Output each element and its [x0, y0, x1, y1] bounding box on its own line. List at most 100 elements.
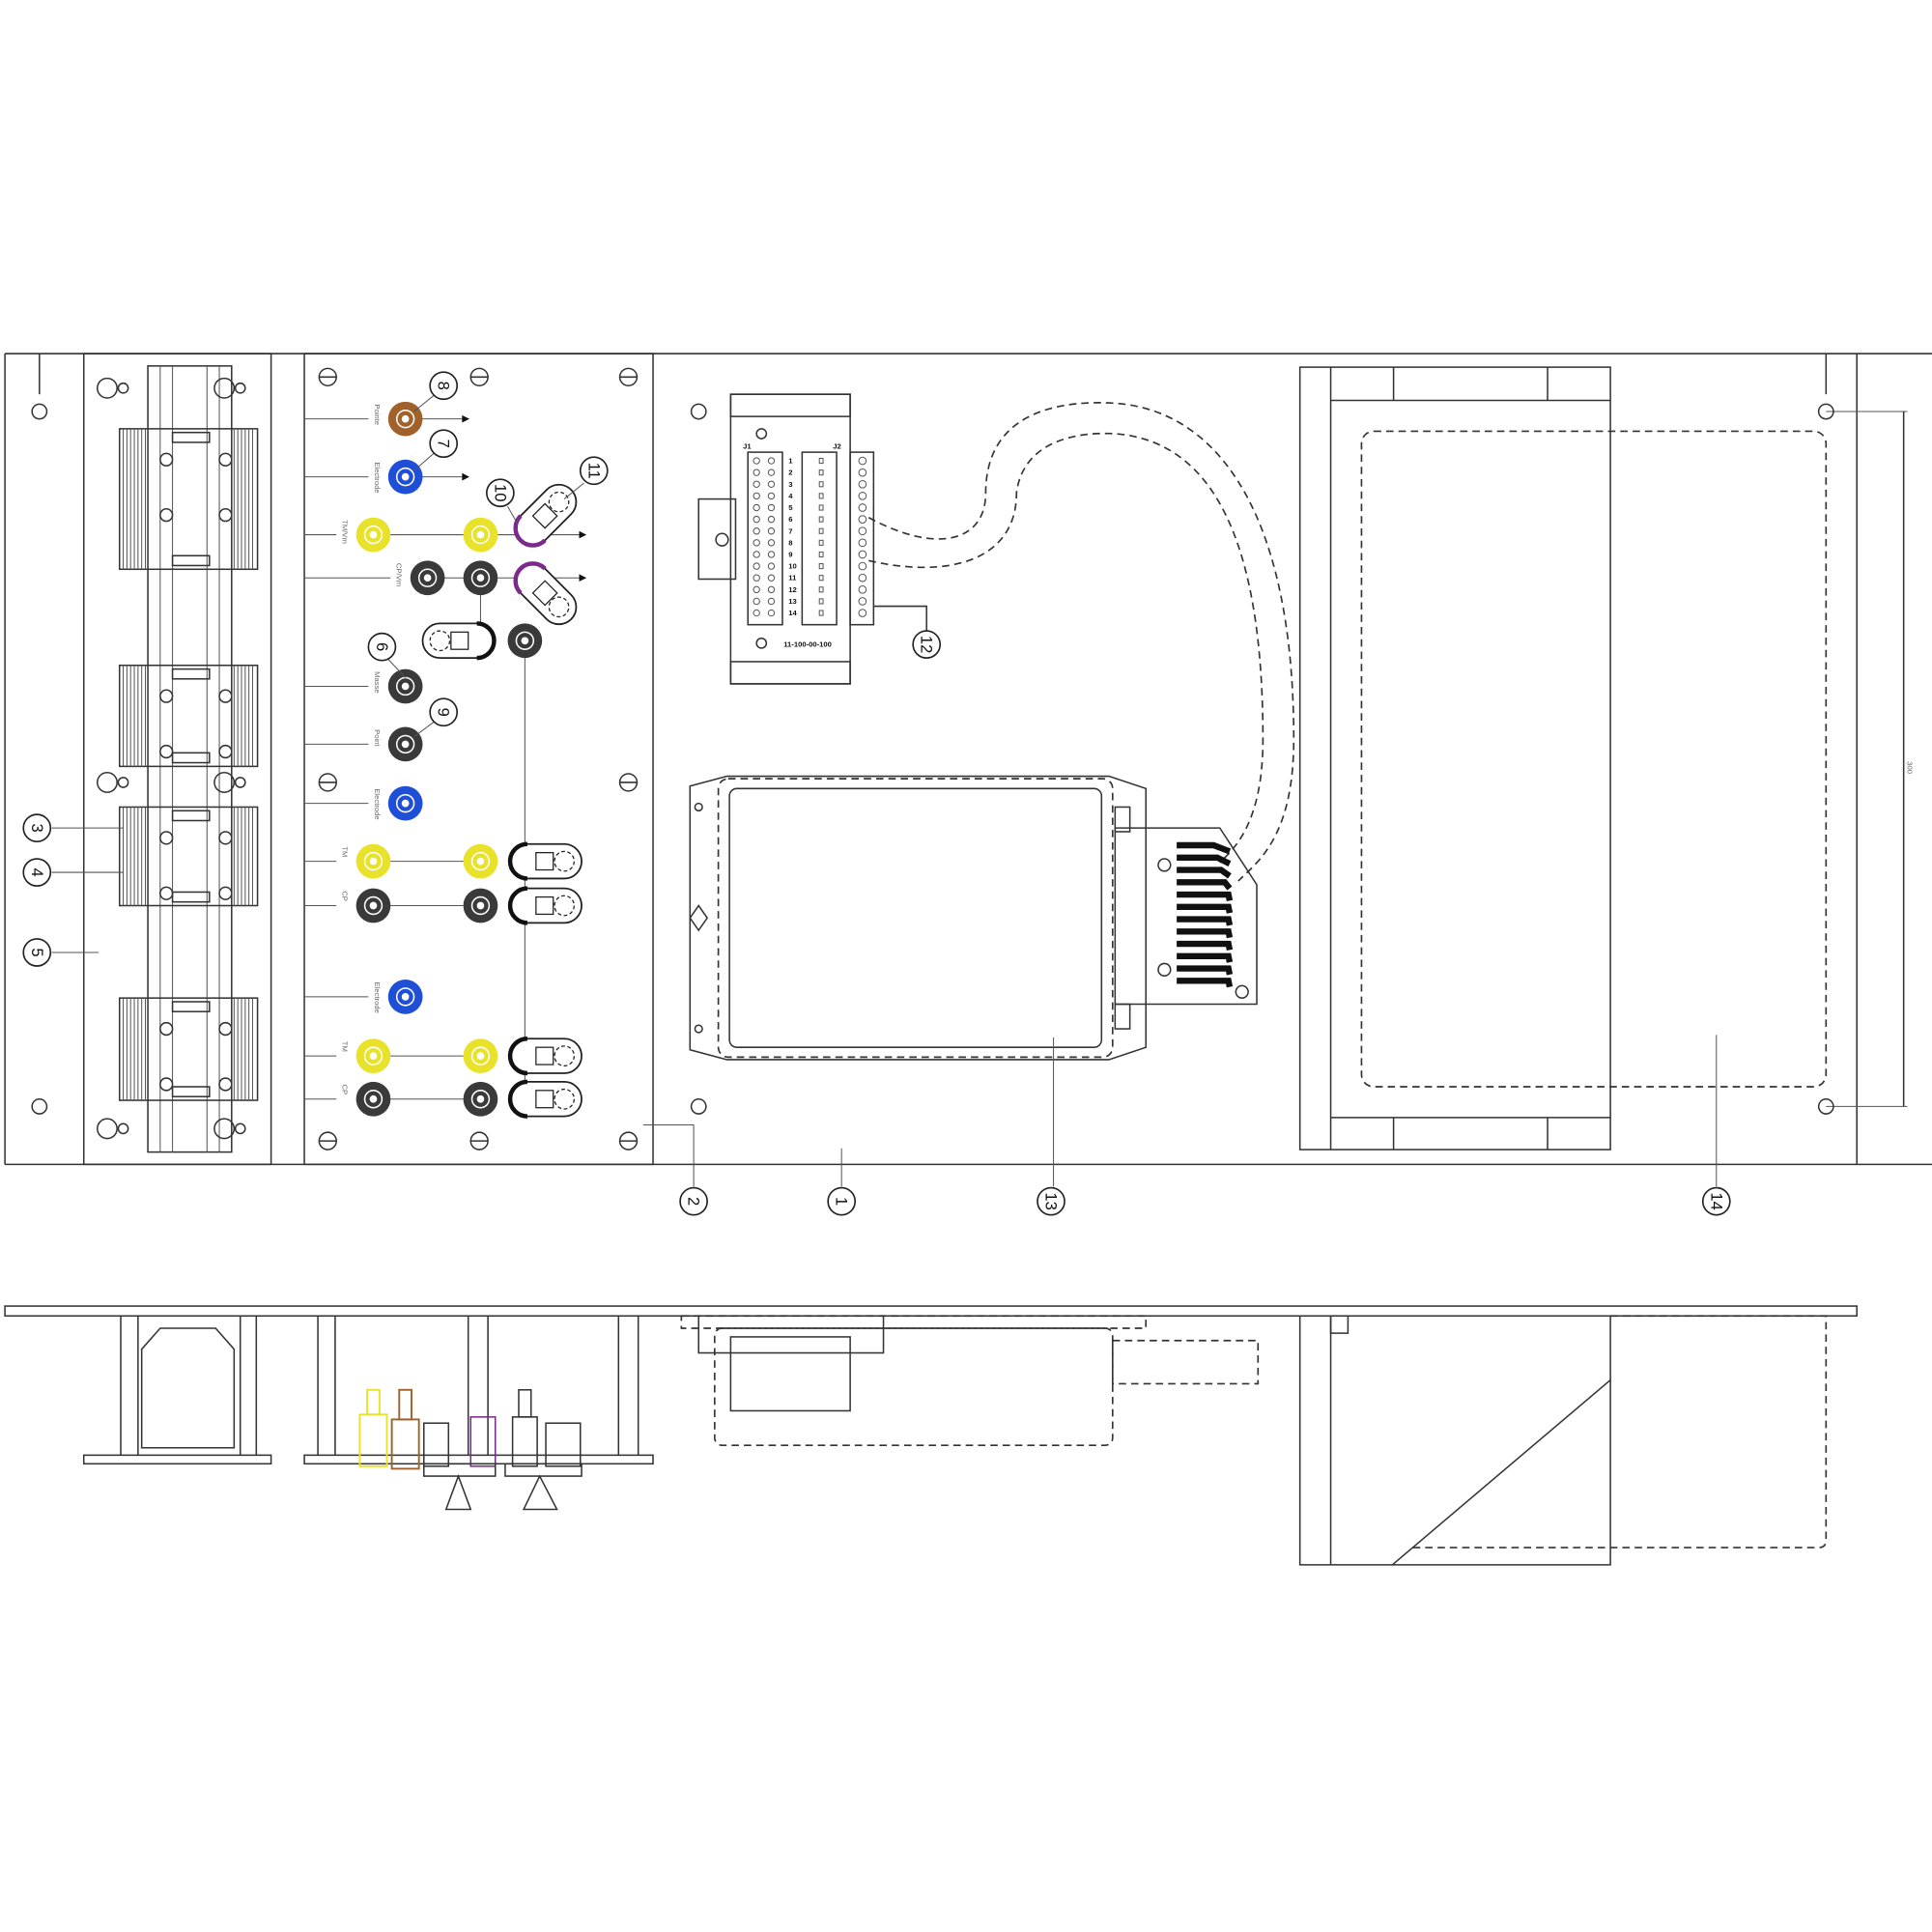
part-number: 11-100-00-100: [783, 640, 832, 649]
enclosure-frame: [1298, 366, 1611, 1151]
callout-number: 4: [28, 867, 46, 876]
module-hole: [755, 428, 768, 440]
callout-4: 4: [22, 858, 52, 887]
callout-number: 2: [685, 1197, 703, 1206]
toggle-switch[interactable]: [508, 477, 583, 553]
mounting-hole: [690, 1097, 707, 1115]
din-terminal-block: [118, 806, 259, 907]
jack-label: Point: [373, 729, 382, 747]
jacks: PointeElectrodeTM/VmCP/VmMassePointElect…: [304, 401, 587, 1119]
module-rail-top: [729, 393, 851, 417]
callout-number: 12: [918, 636, 936, 653]
jack-label: TM/Vm: [341, 520, 350, 544]
terminal-number: 7: [788, 526, 792, 535]
connector-j2-terminals: [849, 451, 875, 626]
terminal-number: 9: [788, 551, 792, 559]
terminal-number: 13: [788, 597, 797, 606]
din-rail-panel: [82, 353, 272, 1166]
jack-label: Pointe: [373, 404, 382, 425]
callout-number: 6: [373, 642, 391, 651]
box-flange: [689, 775, 1147, 1061]
terminal-number: 10: [788, 562, 797, 571]
terminal-number: 14: [788, 609, 797, 617]
mounting-hole: [31, 403, 48, 420]
top-view: PointeElectrodeTM/VmCP/VmMassePointElect…: [4, 353, 1932, 1216]
module-hole: [755, 637, 768, 649]
box-outline: [717, 778, 1114, 1059]
jack-label: CP/Vm: [395, 563, 404, 586]
enclosure: [1298, 366, 1828, 1151]
callout-number: 11: [584, 463, 603, 479]
keyhole-mount: [97, 771, 118, 793]
jack-label: CP: [341, 891, 350, 901]
keyhole-mount: [97, 1118, 118, 1140]
jack-label: Electrode: [373, 788, 382, 819]
connector-j2-header: [801, 451, 838, 626]
terminal-number: 6: [788, 515, 792, 524]
keyhole: [689, 904, 709, 932]
din-rail: [147, 365, 233, 1153]
terminal-number: 3: [788, 480, 792, 489]
terminal-number: 12: [788, 585, 797, 594]
callout-number: 10: [491, 484, 509, 501]
terminal-number: 8: [788, 538, 793, 547]
terminal-number: 5: [788, 503, 793, 512]
keyhole-mount: [213, 771, 236, 793]
toggle-switch[interactable]: [507, 1037, 582, 1076]
jack-label: Electrode: [373, 982, 382, 1013]
mounting-hole: [31, 1097, 48, 1115]
terminal-number: 2: [788, 469, 792, 477]
toggle-switch[interactable]: [508, 556, 583, 632]
terminal-number: 11: [788, 574, 797, 582]
callout-number: 5: [28, 948, 46, 956]
callout-number: 3: [28, 824, 46, 833]
callout-9: 9: [429, 697, 459, 727]
daq-box: [689, 775, 1258, 1061]
terminal-number: 4: [788, 492, 793, 500]
db-connector: [1114, 827, 1258, 1006]
dimension-text: 300: [1905, 761, 1914, 774]
jack-label: CP: [341, 1084, 350, 1094]
terminal-number: 1: [788, 457, 793, 466]
jack-label: Electrode: [373, 462, 382, 493]
callout-13: 13: [1037, 1186, 1065, 1216]
mounting-hole: [690, 403, 707, 420]
toggle-switch[interactable]: [507, 841, 582, 881]
keyhole-mount: [213, 1118, 236, 1140]
keyhole-mount: [97, 377, 118, 399]
leader-12: [873, 605, 927, 632]
jack-label: Masse: [373, 671, 382, 694]
callout-11: 11: [579, 456, 609, 486]
j2-label: J2: [833, 441, 841, 450]
yellow-jack-side: [358, 1413, 388, 1467]
callout-number: 1: [833, 1197, 851, 1206]
callout-14: 14: [1701, 1186, 1731, 1216]
j1-label: J1: [743, 441, 752, 450]
callout-1: 1: [827, 1186, 857, 1216]
callout-number: 14: [1707, 1192, 1725, 1209]
base-plate: [4, 1305, 1858, 1318]
callout-2: 2: [679, 1186, 708, 1216]
callout-number: 8: [435, 382, 453, 390]
jack-label: TM: [341, 1041, 350, 1052]
din-terminal-block: [118, 997, 259, 1101]
callout-12: 12: [912, 630, 942, 659]
callout-number: 13: [1042, 1192, 1061, 1209]
box-body: [728, 787, 1103, 1048]
callout-number: 9: [435, 708, 453, 717]
connector-j1: [747, 451, 783, 626]
leaders: [51, 395, 1718, 1187]
toggle-switch[interactable]: [421, 621, 497, 661]
module-rail-bottom: [729, 661, 851, 685]
cable: [867, 402, 1295, 882]
toggle-switch[interactable]: [507, 886, 582, 925]
enclosure-outline: [1360, 430, 1828, 1088]
screws: [318, 367, 639, 1151]
cable: [868, 432, 1264, 864]
din-clip: [697, 497, 737, 581]
callout-6: 6: [367, 632, 397, 662]
terminal-blocks: [97, 377, 259, 1140]
toggle-switch[interactable]: [507, 1079, 582, 1119]
